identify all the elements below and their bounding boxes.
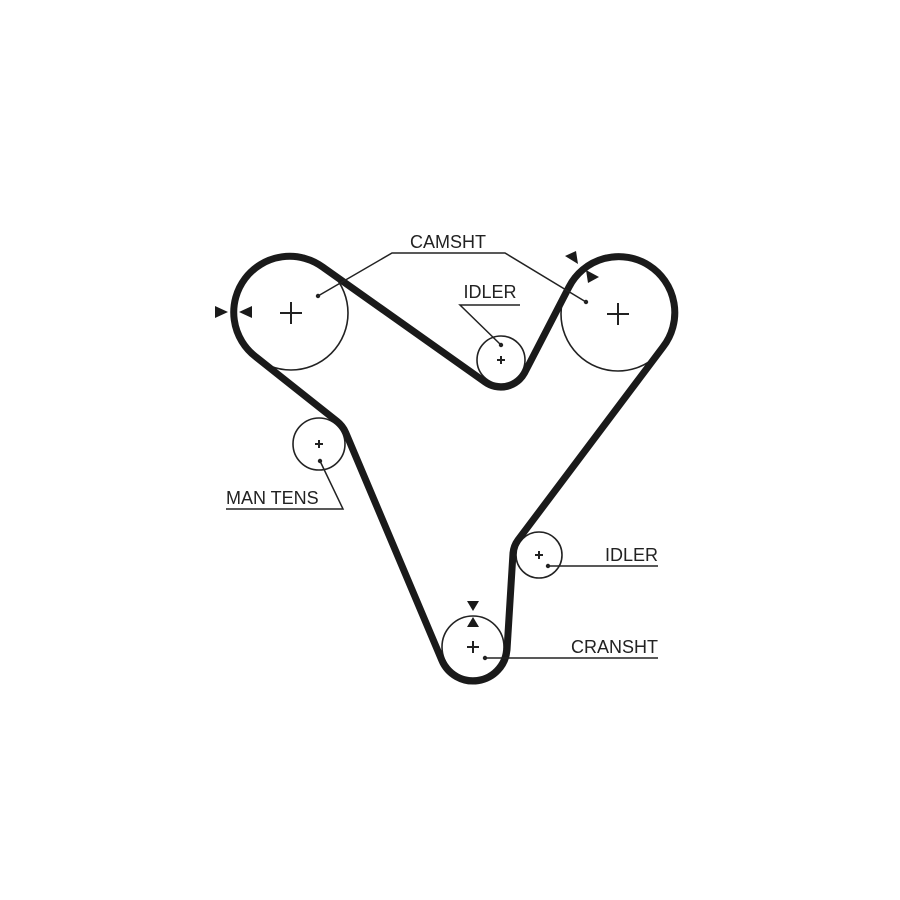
top-idler-label: IDLER: [463, 282, 516, 302]
right-camshaft-center-icon: [607, 303, 629, 325]
leader-dot: [315, 293, 321, 299]
timing-mark-left-outer-icon: [215, 306, 228, 318]
timing-mark-crank-outer-icon: [467, 601, 479, 611]
timing-mark-left-inner-icon: [239, 306, 252, 318]
tensioner-leader-line: [226, 460, 345, 510]
leader-dot: [583, 299, 589, 305]
left-camshaft-center-icon: [280, 302, 302, 324]
timing-mark-right-inner-icon: [586, 270, 599, 283]
leader-dot: [482, 655, 488, 661]
leader-dot: [498, 342, 504, 348]
timing-mark-crank-inner-icon: [467, 617, 479, 627]
leader-dot: [545, 563, 551, 569]
right-idler-center-icon: [535, 551, 543, 559]
timing-belt: [230, 252, 679, 685]
right-idler-label: IDLER: [605, 545, 658, 565]
crankshaft-label: CRANSHT: [571, 637, 658, 657]
camshaft-label: CAMSHT: [410, 232, 486, 252]
top-idler-leader-line: [458, 304, 520, 346]
crankshaft-center-icon: [467, 641, 479, 653]
manual-tensioner-label: MAN TENS: [226, 488, 319, 508]
leader-dot: [317, 458, 323, 464]
timing-mark-right-outer-icon: [565, 251, 578, 264]
manual-tensioner-pulley: [292, 417, 346, 471]
top-idler-center-icon: [497, 356, 505, 364]
tensioner-center-icon: [315, 440, 323, 448]
camshaft-leader-line: [317, 252, 587, 303]
